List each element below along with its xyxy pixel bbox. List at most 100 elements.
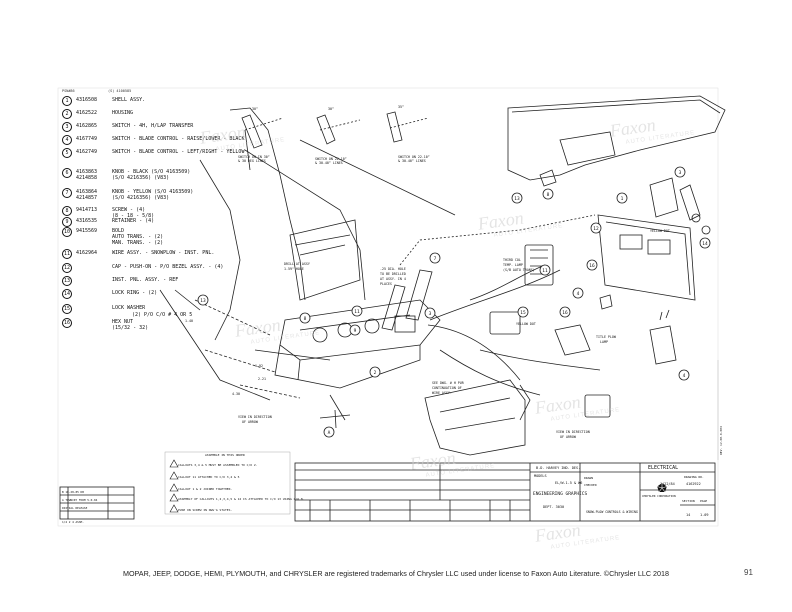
part-description: KNOB - YELLOW (S/O 4163509)	[112, 189, 194, 195]
diagram-callout: 15	[520, 310, 526, 316]
models-value: EL/W-1-5 & W6	[555, 481, 582, 485]
part-description: SHELL ASSY.	[112, 97, 146, 103]
title-plow-note: TITLE PLOW	[596, 335, 616, 339]
third-col-note2: TEMP. LAMP	[503, 263, 523, 267]
side-code: REV. 12-08-0-084	[719, 426, 723, 455]
diagram-callout: 9	[354, 328, 357, 334]
diagram-callout: 2	[374, 370, 377, 376]
view-a-right2: OF ARROW	[560, 435, 576, 439]
diagram-callout: 13	[514, 196, 520, 202]
part-description-line2: AUTO TRANS. - (2)	[112, 234, 164, 240]
dim-label: 1.92	[255, 364, 263, 368]
part-callout-number: 13	[62, 276, 72, 286]
parts-list-item: 7 4163864 KNOB - YELLOW (S/O 4163509) 42148…	[62, 188, 302, 201]
switch-note-mid2: & 30.40° LINES	[315, 161, 343, 165]
header-ref-code: (S) 4100585	[108, 89, 131, 93]
diagram-callout: 11	[354, 309, 360, 315]
part-description: HOUSING	[112, 110, 134, 116]
diagram-callout: 16	[562, 310, 568, 316]
part-callout-number: 16	[62, 318, 72, 328]
view-a-right: VIEW IN DIRECTION	[556, 430, 590, 434]
see-dwg-note2: CONTINUATION OF	[432, 386, 462, 390]
part-description: LOCK WASHER	[112, 305, 146, 311]
checked-label: CHECKED	[584, 483, 597, 487]
part-callout-number: 8	[62, 206, 72, 216]
parts-list-item: 12 CAP - PUSH-ON - P/O BEZEL ASSY. - (4)	[62, 263, 302, 275]
assembly-step: PUSH ON SCREW IN DWG'G STATES.	[178, 508, 232, 512]
part-description-line2: (S/O 4216356) (V83)	[112, 195, 170, 201]
switch-note-right: SWITCH ON 22.10°	[398, 155, 430, 159]
diagram-callout: 4	[577, 291, 580, 297]
dept-title: ENGINEERING GRAPHICS	[533, 491, 587, 497]
assembly-step: ASSEMBLY OF CALLOUTS 1,2,3,4,5 & 12 IS A…	[178, 497, 305, 501]
yellow-dot-note2: YELLOW DOT	[516, 322, 536, 326]
diagram-callout: 12	[593, 226, 599, 232]
view-a-left2: OF ARROW	[242, 420, 258, 424]
section-label: SECTION	[682, 499, 695, 503]
dwg-number-label: DRAWING NO.	[684, 475, 704, 479]
part-number-alt: 4214857	[76, 195, 98, 201]
page-label: PAGE	[700, 499, 707, 503]
diagram-callout: 1	[621, 196, 624, 202]
part-description-line2: (S/O 4216356) (V83)	[112, 175, 170, 181]
switch-note-left: SWITCH ON IN 30°	[238, 155, 270, 159]
part-number: 9415569	[76, 228, 98, 234]
diagram-callout: 11	[542, 268, 548, 274]
part-description: LOCK RING - (2)	[112, 290, 158, 296]
holes-note4: PLACES	[380, 282, 392, 286]
part-description: SWITCH - BLADE CONTROL - RAISE/LOWER - B…	[112, 136, 245, 142]
part-description: SWITCH - 4H, H/LAP TRANSFER	[112, 123, 194, 129]
dim-label: 35°	[398, 105, 404, 109]
diagram-callout: 8	[547, 192, 550, 198]
part-number: 4162865	[76, 123, 98, 129]
see-dwg-note: SEE DWG. # H PUR	[432, 381, 464, 385]
part-callout-number: 11	[62, 249, 72, 259]
part-number: 4162522	[76, 110, 98, 116]
brand-label: CHRYSLER CORPORATION	[642, 494, 676, 498]
part-description: CAP - PUSH-ON - P/O BEZEL ASSY. - (4)	[112, 264, 224, 270]
part-description: INST. PNL. ASSY. - REF	[112, 277, 179, 283]
part-number-alt: 4214858	[76, 175, 98, 181]
part-number: 4167749	[76, 136, 98, 142]
diagram-callout: A	[328, 430, 331, 436]
part-callout-number: 4	[62, 135, 72, 145]
part-callout-number: 12	[62, 263, 72, 273]
yellow-dot-note: YELLOW DOT	[650, 229, 670, 233]
part-description: RETAINER - (4)	[112, 218, 155, 224]
diagram-callout: 16	[589, 263, 595, 269]
date-value: 1/22/84	[660, 482, 675, 486]
dept-no: DEPT. 3030	[543, 505, 564, 509]
rev-row: B 10-28-85 DB	[62, 490, 84, 494]
view-a-left: VIEW IN DIRECTION	[238, 415, 272, 419]
part-description: KNOB - BLACK (S/O 4163509)	[112, 169, 191, 175]
part-number: 4163863	[76, 169, 98, 175]
part-number: 4163864	[76, 189, 98, 195]
drill-note2: 1.59" HOLE	[284, 267, 304, 271]
parts-list-item: 4 4167749 SWITCH - BLADE CONTROL - RAISE/L…	[62, 135, 302, 147]
see-dwg-note3: WIRE ASSY.	[432, 391, 452, 395]
holes-note3: AT ASSY. IN 4	[380, 277, 406, 281]
part-callout-number: 7	[62, 188, 72, 198]
assembly-step: CALLOUT 1 & 2 JOINED TOGETHER.	[178, 487, 232, 491]
part-callout-number: 5	[62, 148, 72, 158]
header-left-code: PSN#86	[62, 89, 75, 93]
third-col-note3: (S/B AUTO TRANS)	[503, 268, 535, 272]
assembly-step: CALLOUTS 3,4 & 5 MUST BE ASSEMBLED TO C/…	[178, 463, 258, 467]
part-callout-number: 9	[62, 217, 72, 227]
rev-row: INITIAL RELEASE	[62, 506, 88, 510]
third-col-note: THIRD COL	[503, 258, 521, 262]
trademark-notice: MOPAR, JEEP, DODGE, HEMI, PLYMOUTH, and …	[122, 569, 670, 578]
switch-note-left2: & 30 DEG LINES	[238, 159, 266, 163]
holes-note: .25 DIA. HOLE	[380, 267, 406, 271]
